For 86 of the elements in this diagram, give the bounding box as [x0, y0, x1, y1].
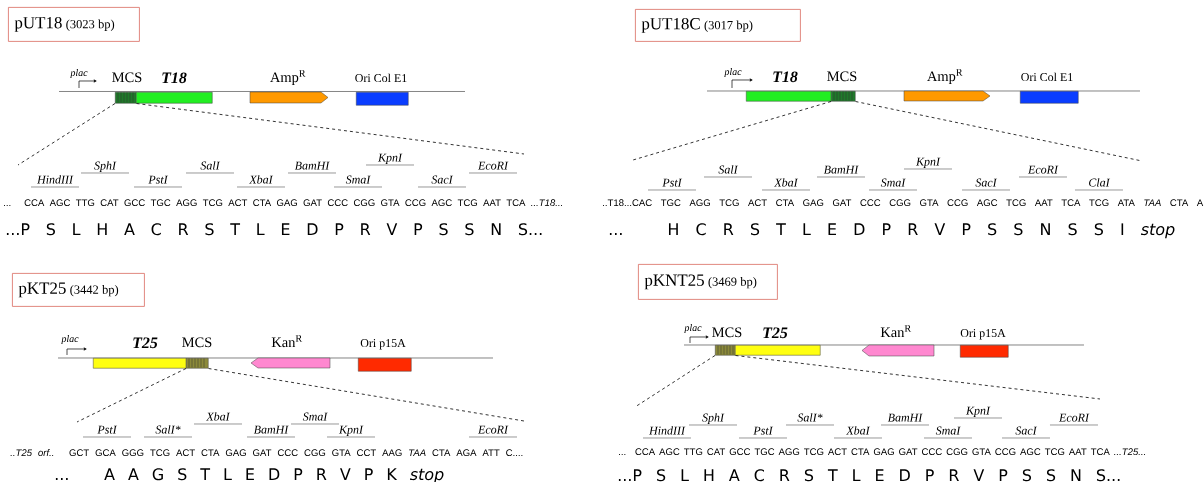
gene-box: Amp$^{R}$ — [249, 70, 329, 104]
enzyme-name: SmaI — [302, 412, 328, 421]
enzyme-name: HindIII — [648, 426, 686, 435]
node-label: T18 — [773, 71, 798, 83]
enzyme-name: SacI — [1015, 426, 1038, 435]
node-label: MCS — [827, 71, 857, 82]
zoom-line — [136, 103, 525, 155]
gene-box: Ori Col E1 — [355, 73, 409, 106]
node-label: Kan$^{R}$ — [271, 335, 303, 348]
enzyme-name: EcoRI — [1027, 165, 1059, 174]
enzyme-name: BamHI — [823, 165, 859, 174]
promoter-label: plac — [60, 335, 79, 345]
enzyme-name: PstI — [148, 175, 169, 184]
zoom-line — [76, 368, 187, 423]
enzyme-name: ClaI — [1089, 178, 1111, 187]
title-box: pUT18 (3023 bp) — [8, 7, 140, 42]
enzyme-name: SalI* — [797, 413, 823, 422]
enzyme-name: KpnI — [915, 157, 941, 169]
node-label: Ori p15A — [960, 329, 1006, 340]
mcs-box: MCS — [182, 337, 212, 369]
enzyme-name: KpnI — [377, 153, 403, 165]
codon-sequence: ..T18...CAC TGC AGG TCG ACT CTA GAG GAT CCC CGG GTA CCG AGC TCG AAT TCA TCG ATA TAA CTA A — [603, 199, 1204, 207]
enzyme-name: SacI — [975, 178, 998, 187]
title-box: pUT18C (3017 bp) — [635, 9, 801, 42]
codon-sequence: ... CCA AGC TTG CAT GCC TGC AGG TCG ACT CTA GAG GAT CCC CGG GTA CCG AGC TCG AAT TCA ...T25... — [619, 448, 1146, 456]
enzyme-name: SmaI — [345, 175, 371, 184]
enzyme-name: PstI — [662, 178, 683, 187]
enzyme-name: EcoRI — [477, 425, 509, 434]
node-label: T25 — [763, 327, 788, 339]
enzyme-name: KpnI — [338, 425, 364, 437]
enzyme-name: BamHI — [887, 413, 923, 422]
node-label: MCS — [112, 72, 142, 83]
enzyme-name: XbaI — [249, 175, 274, 184]
promoter-label: plac — [69, 69, 88, 79]
zoom-line — [632, 101, 832, 161]
enzyme-name: SacI — [431, 175, 454, 184]
enzyme-name: HindIII — [36, 175, 74, 184]
enzyme-name: EcoRI — [1058, 413, 1090, 422]
title-box: pKT25 (3442 bp) — [12, 273, 145, 307]
mcs-box: MCS — [712, 327, 742, 356]
enzyme-name: SalI — [718, 165, 739, 174]
codon-sequence: ..T25 orf.. GCT GCA GGG TCG ACT CTA GAG GAT CCC CGG GTA CCT AAG TAA CTA AGA ATT C.... — [10, 449, 523, 457]
enzyme-name: SphI — [702, 413, 725, 425]
enzyme-name: SphI — [94, 161, 117, 173]
enzyme-name: KpnI — [965, 406, 991, 418]
node-label: T18 — [162, 72, 187, 84]
gene-box: Ori p15A — [960, 329, 1009, 358]
zoom-line — [208, 368, 525, 422]
title-box: pKNT25 (3469 bp) — [638, 264, 778, 300]
mcs-box: MCS — [827, 71, 857, 102]
promoter-label: plac — [683, 324, 702, 334]
enzyme-name: XbaI — [846, 426, 871, 435]
node-label: Kan$^{R}$ — [880, 325, 912, 338]
node-label: Amp$^{R}$ — [270, 70, 306, 86]
gene-box: Kan$^{R}$ — [250, 335, 331, 369]
enzyme-name: EcoRI — [477, 161, 509, 170]
promoter-label: plac — [723, 68, 742, 78]
zoom-line — [17, 103, 116, 166]
amino-acid-sequence: ... H C R S T L E D P R V P S S N S S I stop — [609, 223, 1175, 239]
mcs-box: MCS — [112, 72, 142, 104]
node-label: Amp$^{R}$ — [927, 69, 963, 85]
enzyme-name: PstI — [97, 425, 118, 434]
enzyme-name: SalI* — [155, 425, 181, 434]
amino-acid-sequence: ...P S L H A C R S T L E D P R V P S S N S... — [618, 469, 1120, 482]
codon-sequence: ... CCA AGC TTG CAT GCC TGC AGG TCG ACT CTA GAG GAT CCC CGG GTA CCG AGC TCG AAT TCA ...T18... — [4, 199, 563, 207]
gene-box: Amp$^{R}$ — [903, 69, 991, 102]
amino-acid-sequence: ...P S L H A C R S T L E D P R V P S S N S... — [6, 223, 542, 236]
zoom-line — [735, 355, 1101, 400]
enzyme-name: BamHI — [253, 425, 289, 434]
enzyme-name: XbaI — [206, 412, 231, 421]
gene-box: Kan$^{R}$ — [861, 325, 935, 357]
node-label: T25 — [133, 337, 158, 349]
enzyme-name: PstI — [753, 426, 774, 435]
zoom-line — [634, 355, 716, 408]
enzyme-name: XbaI — [774, 178, 799, 187]
node-label: Ori p15A — [360, 339, 406, 350]
enzyme-name: SmaI — [935, 426, 961, 435]
enzyme-name: SmaI — [880, 178, 906, 187]
node-label: Ori Col E1 — [1021, 72, 1073, 82]
enzyme-name: SalI — [200, 161, 221, 170]
enzyme-name: BamHI — [294, 161, 330, 170]
gene-box: Ori Col E1 — [1020, 72, 1079, 104]
node-label: MCS — [182, 337, 212, 348]
gene-box: Ori p15A — [358, 339, 412, 372]
node-label: Ori Col E1 — [355, 73, 407, 83]
node-label: MCS — [712, 327, 742, 338]
